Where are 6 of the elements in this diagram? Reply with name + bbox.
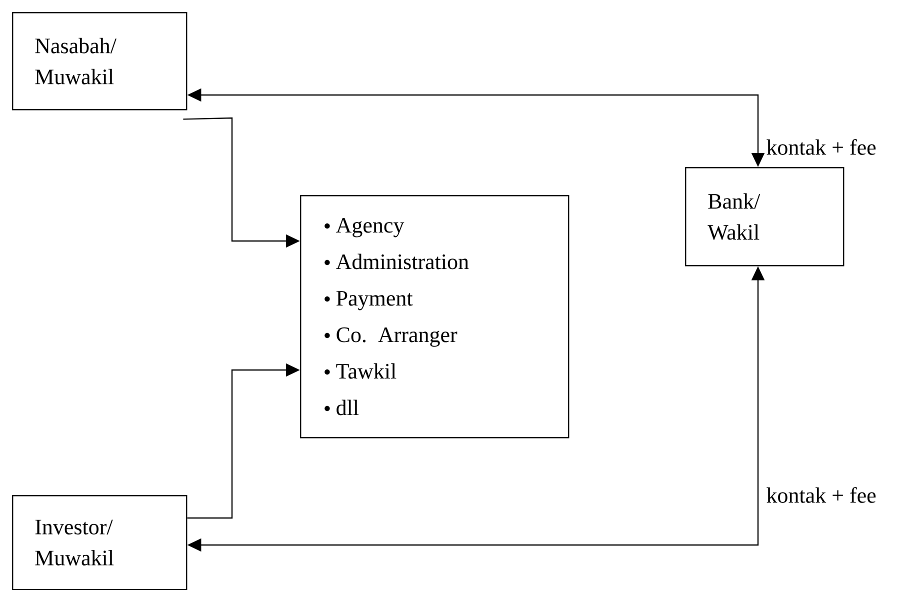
party-box: Investor/ Muwakil [12, 495, 188, 590]
service-list-box: Agency Administration Payment Co. Arranger Tawkil dll [300, 195, 570, 438]
edge-label: kontak + fee [765, 138, 878, 156]
party-box: Nasabah/ Muwakil [12, 12, 188, 110]
party-box: Bank/ Wakil [685, 167, 844, 266]
edge-label: kontak + fee [765, 486, 878, 504]
